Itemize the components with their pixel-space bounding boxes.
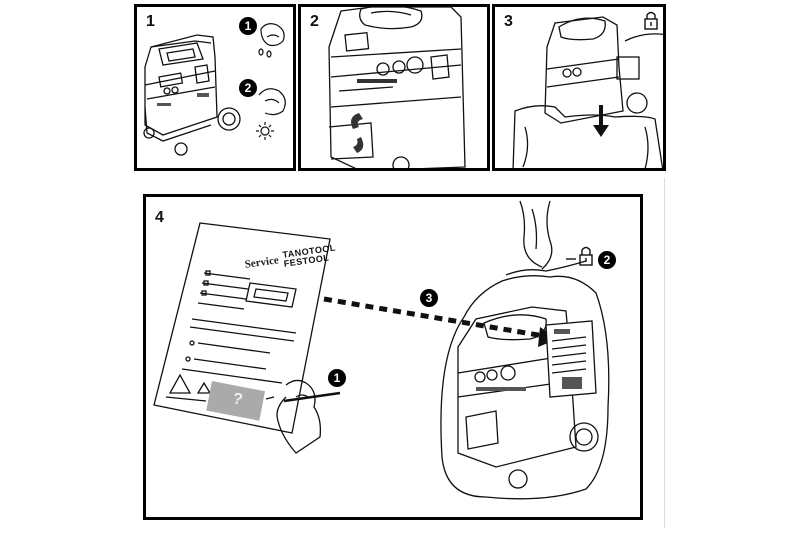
padlock-icon [566, 246, 593, 266]
hand-icon [265, 379, 341, 454]
step-4-panel: 4 ? Service TANOTOOL FESTOOL [143, 194, 643, 520]
vacuum-closeup-drawing [328, 7, 466, 168]
badge-1: 1 [328, 369, 346, 387]
padlock-icon [644, 11, 658, 30]
step-number: 1 [146, 13, 155, 30]
vacuum-cleaner-drawing [143, 34, 241, 156]
badge-3: 3 [420, 289, 438, 307]
badge-2: 2 [598, 251, 616, 269]
step-number: 4 [155, 209, 164, 226]
badge-2: 2 [239, 79, 257, 97]
step-1-panel: 1 1 2 [134, 4, 296, 171]
step-3-panel: 3 [492, 4, 666, 171]
sun-icon [256, 88, 286, 140]
step-number: 2 [310, 13, 319, 30]
water-drops-icon [258, 23, 285, 58]
vacuum-bagged-drawing [440, 200, 610, 500]
step-number: 3 [504, 13, 513, 30]
divider-line [664, 178, 665, 528]
badge-1: 1 [239, 17, 257, 35]
service-sheet: ? [153, 222, 331, 434]
vacuum-bagged-drawing [512, 16, 663, 168]
svg-text:?: ? [231, 390, 244, 409]
step-2-panel: 2 [298, 4, 490, 171]
